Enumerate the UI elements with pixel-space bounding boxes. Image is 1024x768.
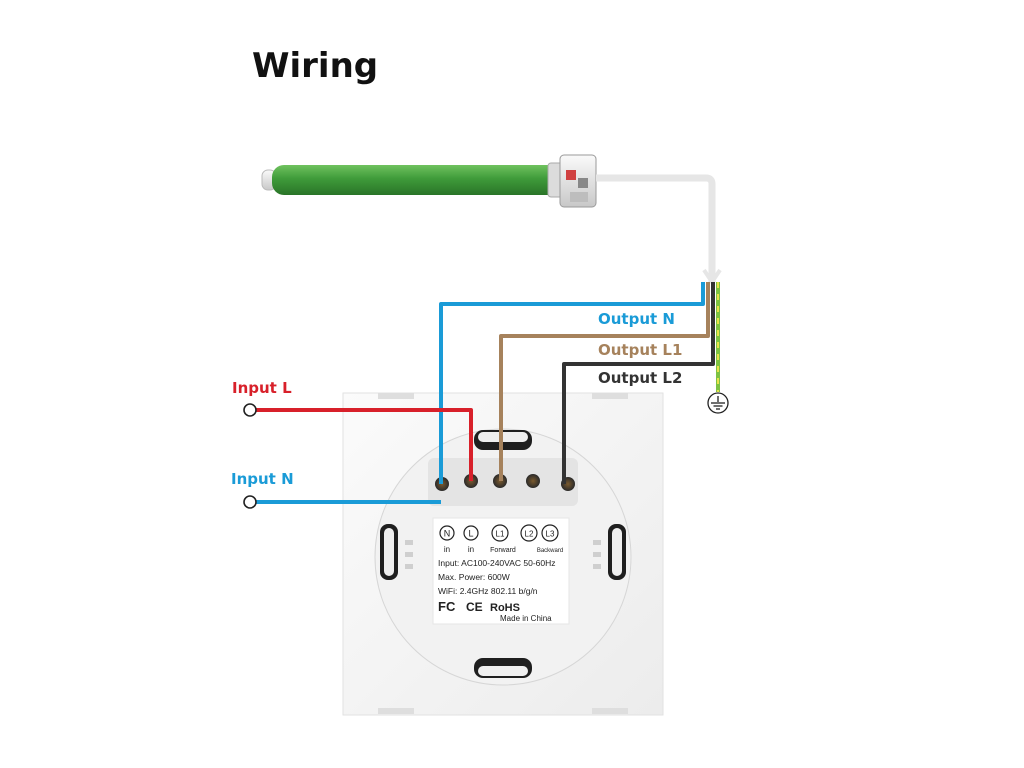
- wires: [256, 282, 720, 504]
- rohs-mark: RoHS: [490, 602, 520, 614]
- page-title: Wiring: [252, 46, 379, 86]
- tubular-motor: [261, 154, 597, 208]
- earth-ground-icon: [707, 392, 729, 414]
- terminal-l-id: L: [468, 529, 473, 539]
- wire-output-l1: [499, 282, 710, 481]
- terminal-l1-id: L1: [496, 530, 505, 539]
- spec-power: Max. Power: 600W: [438, 572, 510, 582]
- label-output-n: Output N: [598, 310, 675, 328]
- terminal-markings: N in L in L1 Forward L2 L3 Backward: [439, 524, 563, 554]
- wire-input-l: [256, 408, 473, 481]
- terminal-n-id: N: [444, 529, 451, 539]
- ce-mark: CE: [466, 600, 483, 614]
- fc-mark: FC: [438, 599, 456, 614]
- terminal-l-sub: in: [468, 545, 474, 554]
- spec-wifi: WiFi: 2.4GHz 802.11 b/g/n: [438, 586, 538, 596]
- label-input-l: Input L: [232, 379, 292, 397]
- label-input-n: Input N: [231, 470, 294, 488]
- motor-cable: [596, 174, 716, 282]
- label-output-l2: Output L2: [598, 369, 682, 387]
- input-n-terminal: [243, 495, 257, 509]
- label-output-l1: Output L1: [598, 341, 682, 359]
- wire-output-n: [439, 282, 705, 484]
- input-l-terminal: [243, 403, 257, 417]
- terminal-l2-id: L2: [525, 530, 534, 539]
- spec-input: Input: AC100-240VAC 50-60Hz: [438, 558, 556, 568]
- terminal-l1-sub: Forward: [490, 547, 516, 554]
- spec-label: Input: AC100-240VAC 50-60Hz Max. Power: …: [438, 558, 556, 623]
- terminal-n-sub: in: [444, 545, 450, 554]
- terminal-screw-l2: [526, 474, 540, 488]
- terminal-l3-sub: Backward: [537, 548, 563, 554]
- terminal-l3-id: L3: [546, 530, 555, 539]
- made-in: Made in China: [500, 614, 552, 623]
- wire-output-l2: [562, 282, 715, 484]
